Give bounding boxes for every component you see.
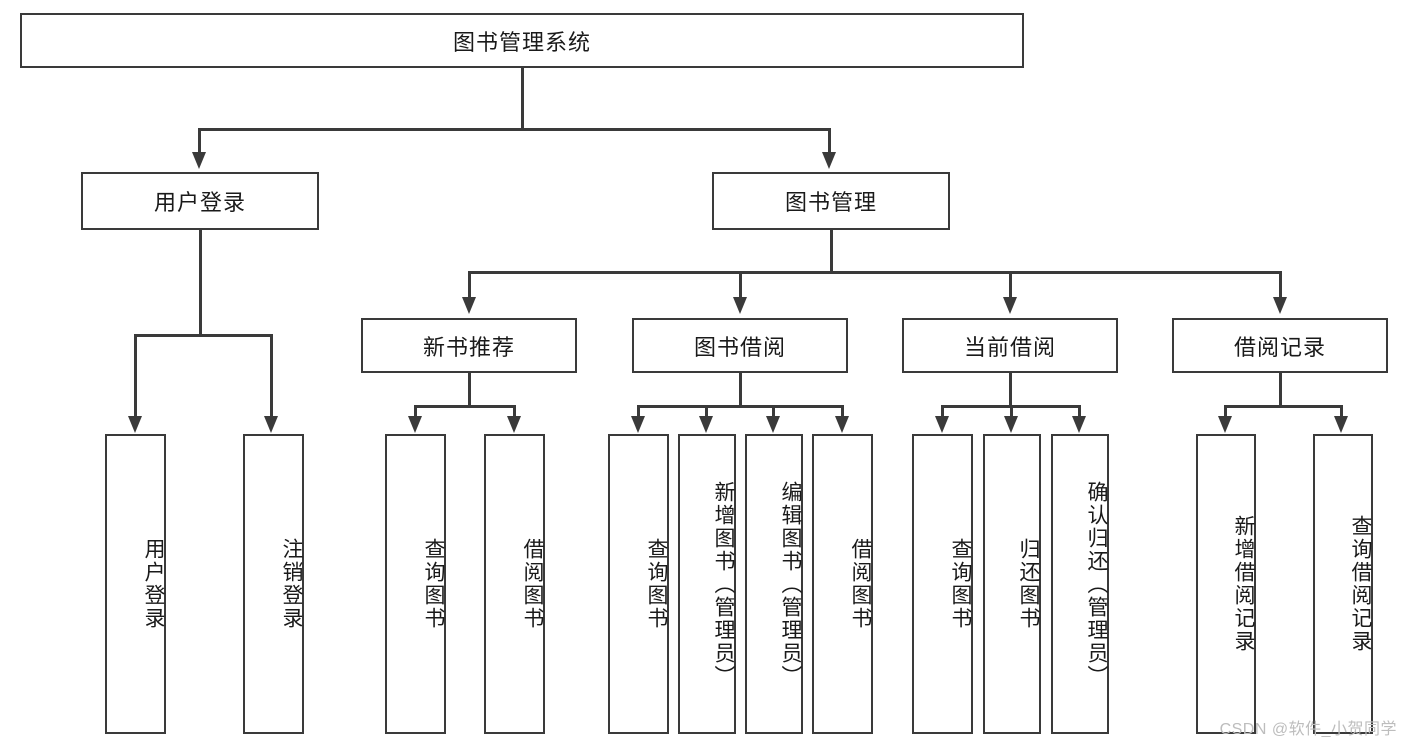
edge-borrow-stem [739, 373, 742, 407]
edge-root-to-bookmgmt [828, 128, 831, 154]
node-user-login[interactable]: 用户登录 [81, 172, 319, 230]
node-label: 当前借阅 [963, 334, 1056, 360]
node-root-system[interactable]: 图书管理系统 [20, 13, 1024, 68]
leaf-add-book-admin[interactable]: 新增图书（管理员） [678, 434, 736, 734]
node-label: 借阅图书 [849, 538, 872, 630]
edge-bookmgmt-to-current [1009, 271, 1012, 299]
arrow-borrow-to-leaf3 [766, 416, 780, 433]
edge-records-bar [1224, 405, 1342, 408]
node-label: 图书管理 [784, 190, 877, 215]
edge-newbooks-bar [414, 405, 516, 408]
leaf-add-borrow-record[interactable]: 新增借阅记录 [1196, 434, 1256, 734]
arrow-bookmgmt-to-borrow [733, 297, 747, 314]
edge-bookmgmt-bar [468, 271, 1280, 274]
arrow-current-to-leaf2 [1004, 416, 1018, 433]
leaf-query-books-newbooks[interactable]: 查询图书 [385, 434, 446, 734]
node-book-borrow[interactable]: 图书借阅 [632, 318, 848, 373]
edge-root-to-login [198, 128, 201, 154]
edge-root-stem [521, 68, 524, 130]
node-label: 用户登录 [153, 190, 246, 215]
arrow-login-to-leaf1 [128, 416, 142, 433]
arrow-current-to-leaf1 [935, 416, 949, 433]
edge-borrow-to-leaf4 [841, 405, 844, 418]
arrow-root-to-login [192, 152, 206, 169]
leaf-return-books[interactable]: 归还图书 [983, 434, 1041, 734]
edge-newbooks-to-leaf2 [513, 405, 516, 418]
edge-borrow-bar [637, 405, 843, 408]
node-label: 借阅记录 [1233, 334, 1326, 360]
edge-current-stem [1009, 373, 1012, 407]
edge-bookmgmt-to-borrow [739, 271, 742, 299]
node-label: 归还图书 [1017, 538, 1040, 630]
node-label: 新增图书（管理员） [712, 480, 735, 688]
arrow-newbooks-to-leaf2 [507, 416, 521, 433]
node-book-management[interactable]: 图书管理 [712, 172, 950, 230]
node-label: 图书借阅 [693, 334, 786, 360]
node-label: 查询图书 [949, 538, 972, 630]
arrow-bookmgmt-to-newbooks [462, 297, 476, 314]
arrow-borrow-to-leaf2 [699, 416, 713, 433]
node-label: 新增借阅记录 [1232, 515, 1255, 653]
node-label: 借阅图书 [521, 538, 544, 630]
leaf-query-books-borrow[interactable]: 查询图书 [608, 434, 669, 734]
node-label: 查询图书 [645, 538, 668, 630]
edge-current-to-leaf3 [1078, 405, 1081, 418]
edge-root-bar [198, 128, 831, 131]
arrow-bookmgmt-to-records [1273, 297, 1287, 314]
edge-bookmgmt-to-newbooks [468, 271, 471, 299]
node-current-borrow[interactable]: 当前借阅 [902, 318, 1118, 373]
node-new-book-recommend[interactable]: 新书推荐 [361, 318, 577, 373]
arrow-newbooks-to-leaf1 [408, 416, 422, 433]
leaf-logout[interactable]: 注销登录 [243, 434, 304, 734]
edge-current-to-leaf2 [1010, 405, 1013, 418]
arrow-bookmgmt-to-current [1003, 297, 1017, 314]
arrow-root-to-bookmgmt [822, 152, 836, 169]
edge-login-bar [134, 334, 272, 337]
node-borrow-records[interactable]: 借阅记录 [1172, 318, 1388, 373]
edge-records-stem [1279, 373, 1282, 407]
leaf-edit-book-admin[interactable]: 编辑图书（管理员） [745, 434, 803, 734]
node-label: 用户登录 [142, 538, 165, 630]
arrow-records-to-leaf2 [1334, 416, 1348, 433]
leaf-confirm-return-admin[interactable]: 确认归还（管理员） [1051, 434, 1109, 734]
arrow-borrow-to-leaf4 [835, 416, 849, 433]
edge-login-to-leaf1 [134, 334, 137, 418]
edge-borrow-to-leaf1 [637, 405, 640, 418]
edge-bookmgmt-to-records [1279, 271, 1282, 299]
edge-current-to-leaf1 [941, 405, 944, 418]
edge-records-to-leaf1 [1224, 405, 1227, 418]
leaf-query-borrow-record[interactable]: 查询借阅记录 [1313, 434, 1373, 734]
leaf-borrow-books-newbooks[interactable]: 借阅图书 [484, 434, 545, 734]
node-label: 查询图书 [422, 538, 445, 630]
edge-newbooks-stem [468, 373, 471, 407]
arrow-current-to-leaf3 [1072, 416, 1086, 433]
edge-login-stem [199, 230, 202, 336]
edge-borrow-to-leaf2 [705, 405, 708, 418]
arrow-records-to-leaf1 [1218, 416, 1232, 433]
leaf-borrow-books[interactable]: 借阅图书 [812, 434, 873, 734]
edge-records-to-leaf2 [1340, 405, 1343, 418]
node-label: 编辑图书（管理员） [779, 480, 802, 688]
leaf-user-login[interactable]: 用户登录 [105, 434, 166, 734]
edge-login-to-leaf2 [270, 334, 273, 418]
edge-bookmgmt-stem [830, 230, 833, 274]
arrow-login-to-leaf2 [264, 416, 278, 433]
node-label: 确认归还（管理员） [1085, 480, 1108, 688]
edge-borrow-to-leaf3 [772, 405, 775, 418]
edge-newbooks-to-leaf1 [414, 405, 417, 418]
arrow-borrow-to-leaf1 [631, 416, 645, 433]
node-label: 新书推荐 [422, 334, 515, 360]
leaf-query-books-current[interactable]: 查询图书 [912, 434, 973, 734]
watermark-text: CSDN @软件_小贺同学 [1219, 721, 1397, 738]
node-label: 图书管理系统 [452, 29, 591, 55]
node-label: 查询借阅记录 [1349, 515, 1372, 653]
node-label: 注销登录 [280, 538, 303, 630]
